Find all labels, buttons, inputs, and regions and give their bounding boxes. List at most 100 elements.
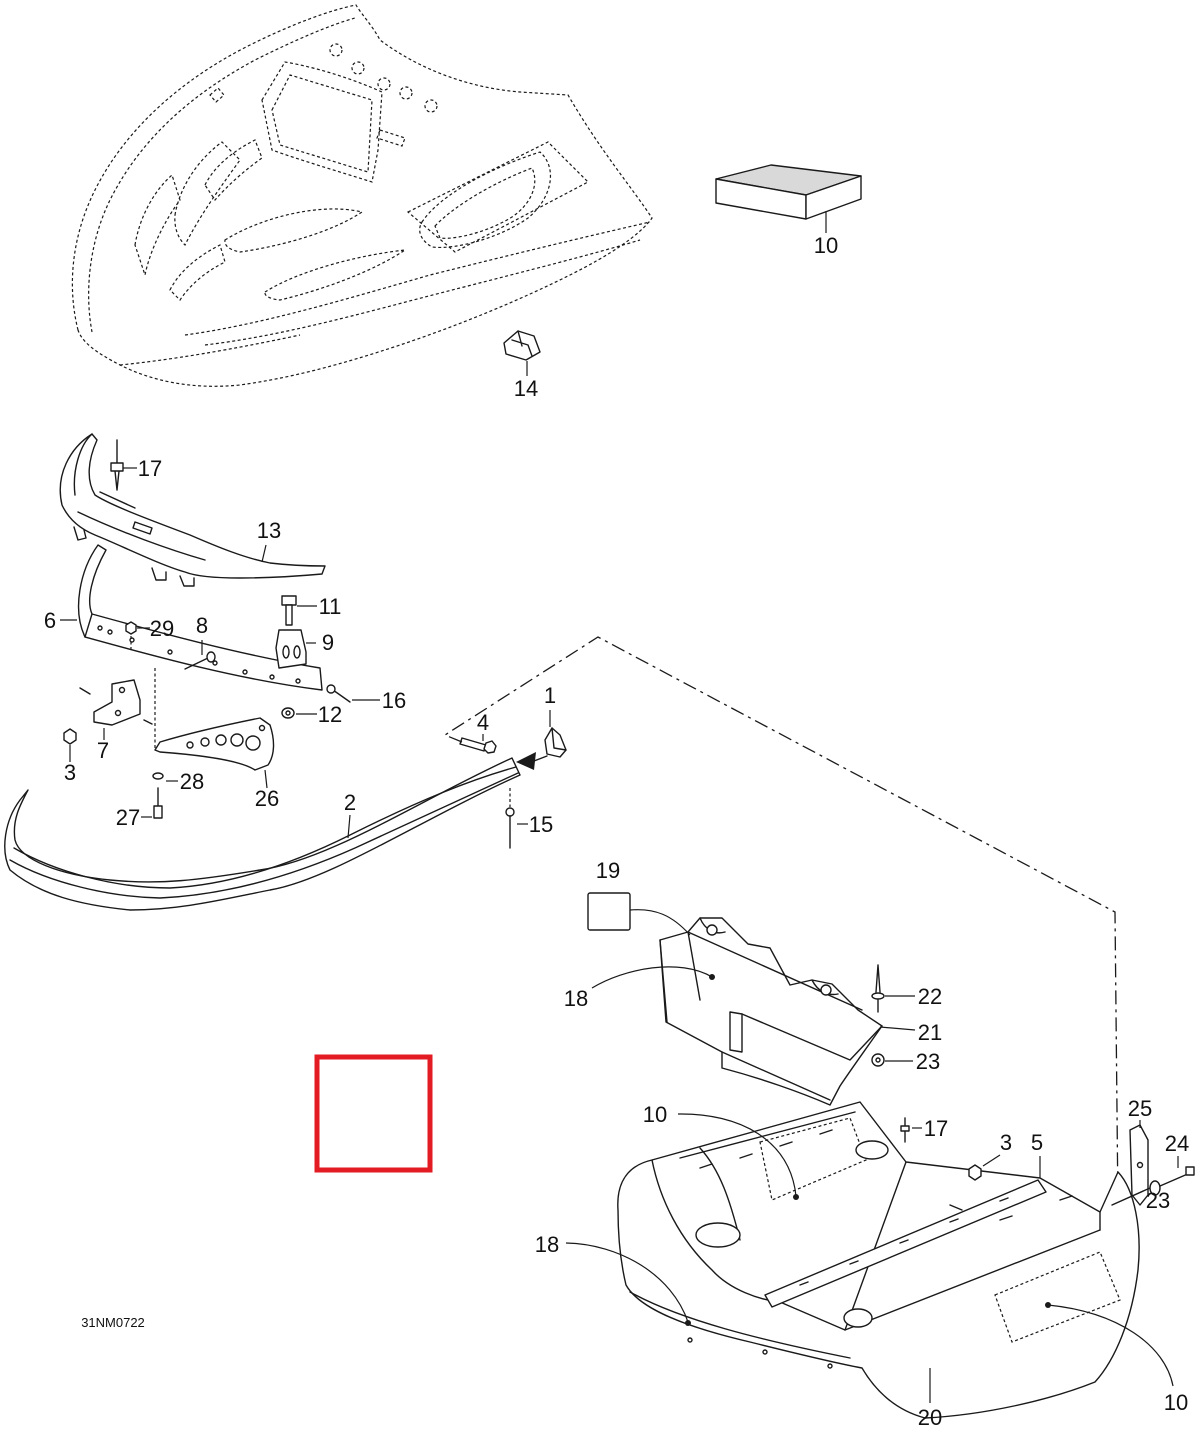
rivet-head bbox=[871, 992, 885, 1000]
part-4-bolt bbox=[459, 737, 497, 754]
pin-head bbox=[110, 462, 124, 472]
callout-22: 22 bbox=[918, 984, 942, 1009]
rail-slots bbox=[799, 1197, 1009, 1286]
strut-hole bbox=[215, 734, 227, 746]
callout-8: 8 bbox=[196, 613, 208, 638]
leader-line bbox=[565, 1242, 689, 1323]
part-29-nut bbox=[125, 621, 137, 635]
leader-line bbox=[261, 544, 267, 563]
washer-body bbox=[1149, 1180, 1161, 1196]
callout-13: 13 bbox=[257, 518, 281, 543]
part-17-pin bbox=[110, 439, 124, 491]
hood-lip bbox=[184, 221, 651, 336]
rivet-head bbox=[505, 807, 515, 817]
hood-outer-edge bbox=[71, 4, 653, 387]
hood-hole bbox=[424, 99, 438, 113]
part-9-bracket bbox=[275, 629, 307, 669]
part-10-pad bbox=[715, 164, 862, 220]
leader-line bbox=[347, 814, 351, 839]
pan-right-recess bbox=[994, 1251, 1121, 1343]
bolt-head bbox=[1185, 1166, 1195, 1176]
callout-27: 27 bbox=[116, 805, 140, 830]
part-3-nut-lower bbox=[968, 1164, 982, 1181]
hood-screen-inner bbox=[271, 74, 373, 173]
callout-18: 18 bbox=[564, 986, 588, 1011]
hood-vent-lower-3 bbox=[169, 244, 226, 301]
rivet-head bbox=[206, 651, 216, 663]
hood-inner-edge bbox=[88, 17, 356, 333]
part-24-bolt bbox=[1159, 1166, 1195, 1187]
rivet-shaft bbox=[184, 657, 209, 670]
drawing-number: 31NM0722 bbox=[81, 1315, 145, 1330]
rail-body bbox=[764, 1179, 1047, 1308]
hood-hole bbox=[351, 61, 365, 75]
part-22-rivet bbox=[871, 964, 885, 1013]
part-18-upper-panel bbox=[659, 917, 883, 1106]
bracket-body bbox=[275, 629, 307, 669]
assembly-path bbox=[443, 636, 1119, 1211]
nut-hole bbox=[285, 710, 291, 716]
bolt-head bbox=[153, 805, 163, 819]
bumper-groove bbox=[9, 772, 519, 899]
callout-10: 10 bbox=[1164, 1390, 1188, 1415]
bar-edge bbox=[84, 613, 93, 638]
callout-9: 9 bbox=[322, 630, 334, 655]
part-15-rivet bbox=[505, 807, 515, 849]
rivet-shaft bbox=[875, 964, 881, 1013]
hood-vent-right bbox=[419, 151, 552, 249]
pin-head bbox=[900, 1125, 910, 1132]
hood-outline bbox=[71, 4, 653, 387]
bracket-hole bbox=[1136, 1161, 1144, 1169]
pan-left-recess bbox=[759, 1117, 867, 1201]
hood-lip-lower bbox=[204, 239, 641, 346]
hood-vent-right-inner bbox=[434, 167, 536, 239]
part-5-rail bbox=[764, 1179, 1047, 1308]
strut-hole bbox=[245, 735, 261, 751]
bolt-shaft bbox=[459, 737, 487, 752]
part-27-bolt bbox=[153, 787, 163, 819]
callout-24: 24 bbox=[1165, 1131, 1189, 1156]
pin-shaft bbox=[114, 439, 120, 491]
clip-detail bbox=[551, 727, 567, 751]
part-1-clip bbox=[544, 727, 567, 758]
pan-bottom-edge bbox=[629, 1291, 851, 1359]
rivet-head bbox=[326, 684, 336, 694]
callout-25: 25 bbox=[1128, 1096, 1152, 1121]
hood-vent-left bbox=[174, 141, 241, 247]
direction-arrow bbox=[516, 752, 548, 770]
pan-right-wall bbox=[844, 1161, 1101, 1331]
callout-11: 11 bbox=[319, 594, 342, 619]
callout-28: 28 bbox=[180, 769, 204, 794]
bolt-head bbox=[281, 595, 297, 606]
callout-10: 10 bbox=[814, 233, 838, 258]
hood-vent-frame bbox=[406, 141, 590, 253]
trim-slot bbox=[132, 521, 153, 535]
pad-side-face bbox=[805, 175, 862, 220]
strut-body bbox=[154, 717, 275, 771]
bar-hole bbox=[212, 660, 218, 666]
leader-line bbox=[982, 1154, 1001, 1167]
callout-17: 17 bbox=[138, 456, 162, 481]
bar-hole bbox=[107, 629, 113, 635]
panel-mount-hole bbox=[820, 984, 832, 996]
strut-hole bbox=[186, 741, 194, 749]
callout-15: 15 bbox=[529, 812, 553, 837]
bracket-slot bbox=[282, 645, 290, 659]
bracket-hole bbox=[118, 686, 126, 694]
part-7-bracket bbox=[79, 679, 153, 726]
part-12-nut bbox=[281, 707, 295, 719]
part-19-label-plate bbox=[587, 892, 631, 931]
part-2-bumper bbox=[4, 757, 521, 911]
callout-20: 20 bbox=[918, 1405, 942, 1430]
callout-19: 19 bbox=[596, 858, 620, 883]
strut-hole bbox=[200, 737, 210, 747]
arrow-head bbox=[516, 752, 536, 770]
part-3-nut bbox=[63, 728, 77, 745]
strut-hole bbox=[230, 733, 244, 747]
bar-hole bbox=[295, 678, 301, 684]
pan-bump bbox=[695, 1222, 741, 1248]
part-26-strut bbox=[154, 717, 275, 771]
arrow-tail bbox=[533, 755, 548, 762]
leader-dot bbox=[793, 1194, 799, 1200]
